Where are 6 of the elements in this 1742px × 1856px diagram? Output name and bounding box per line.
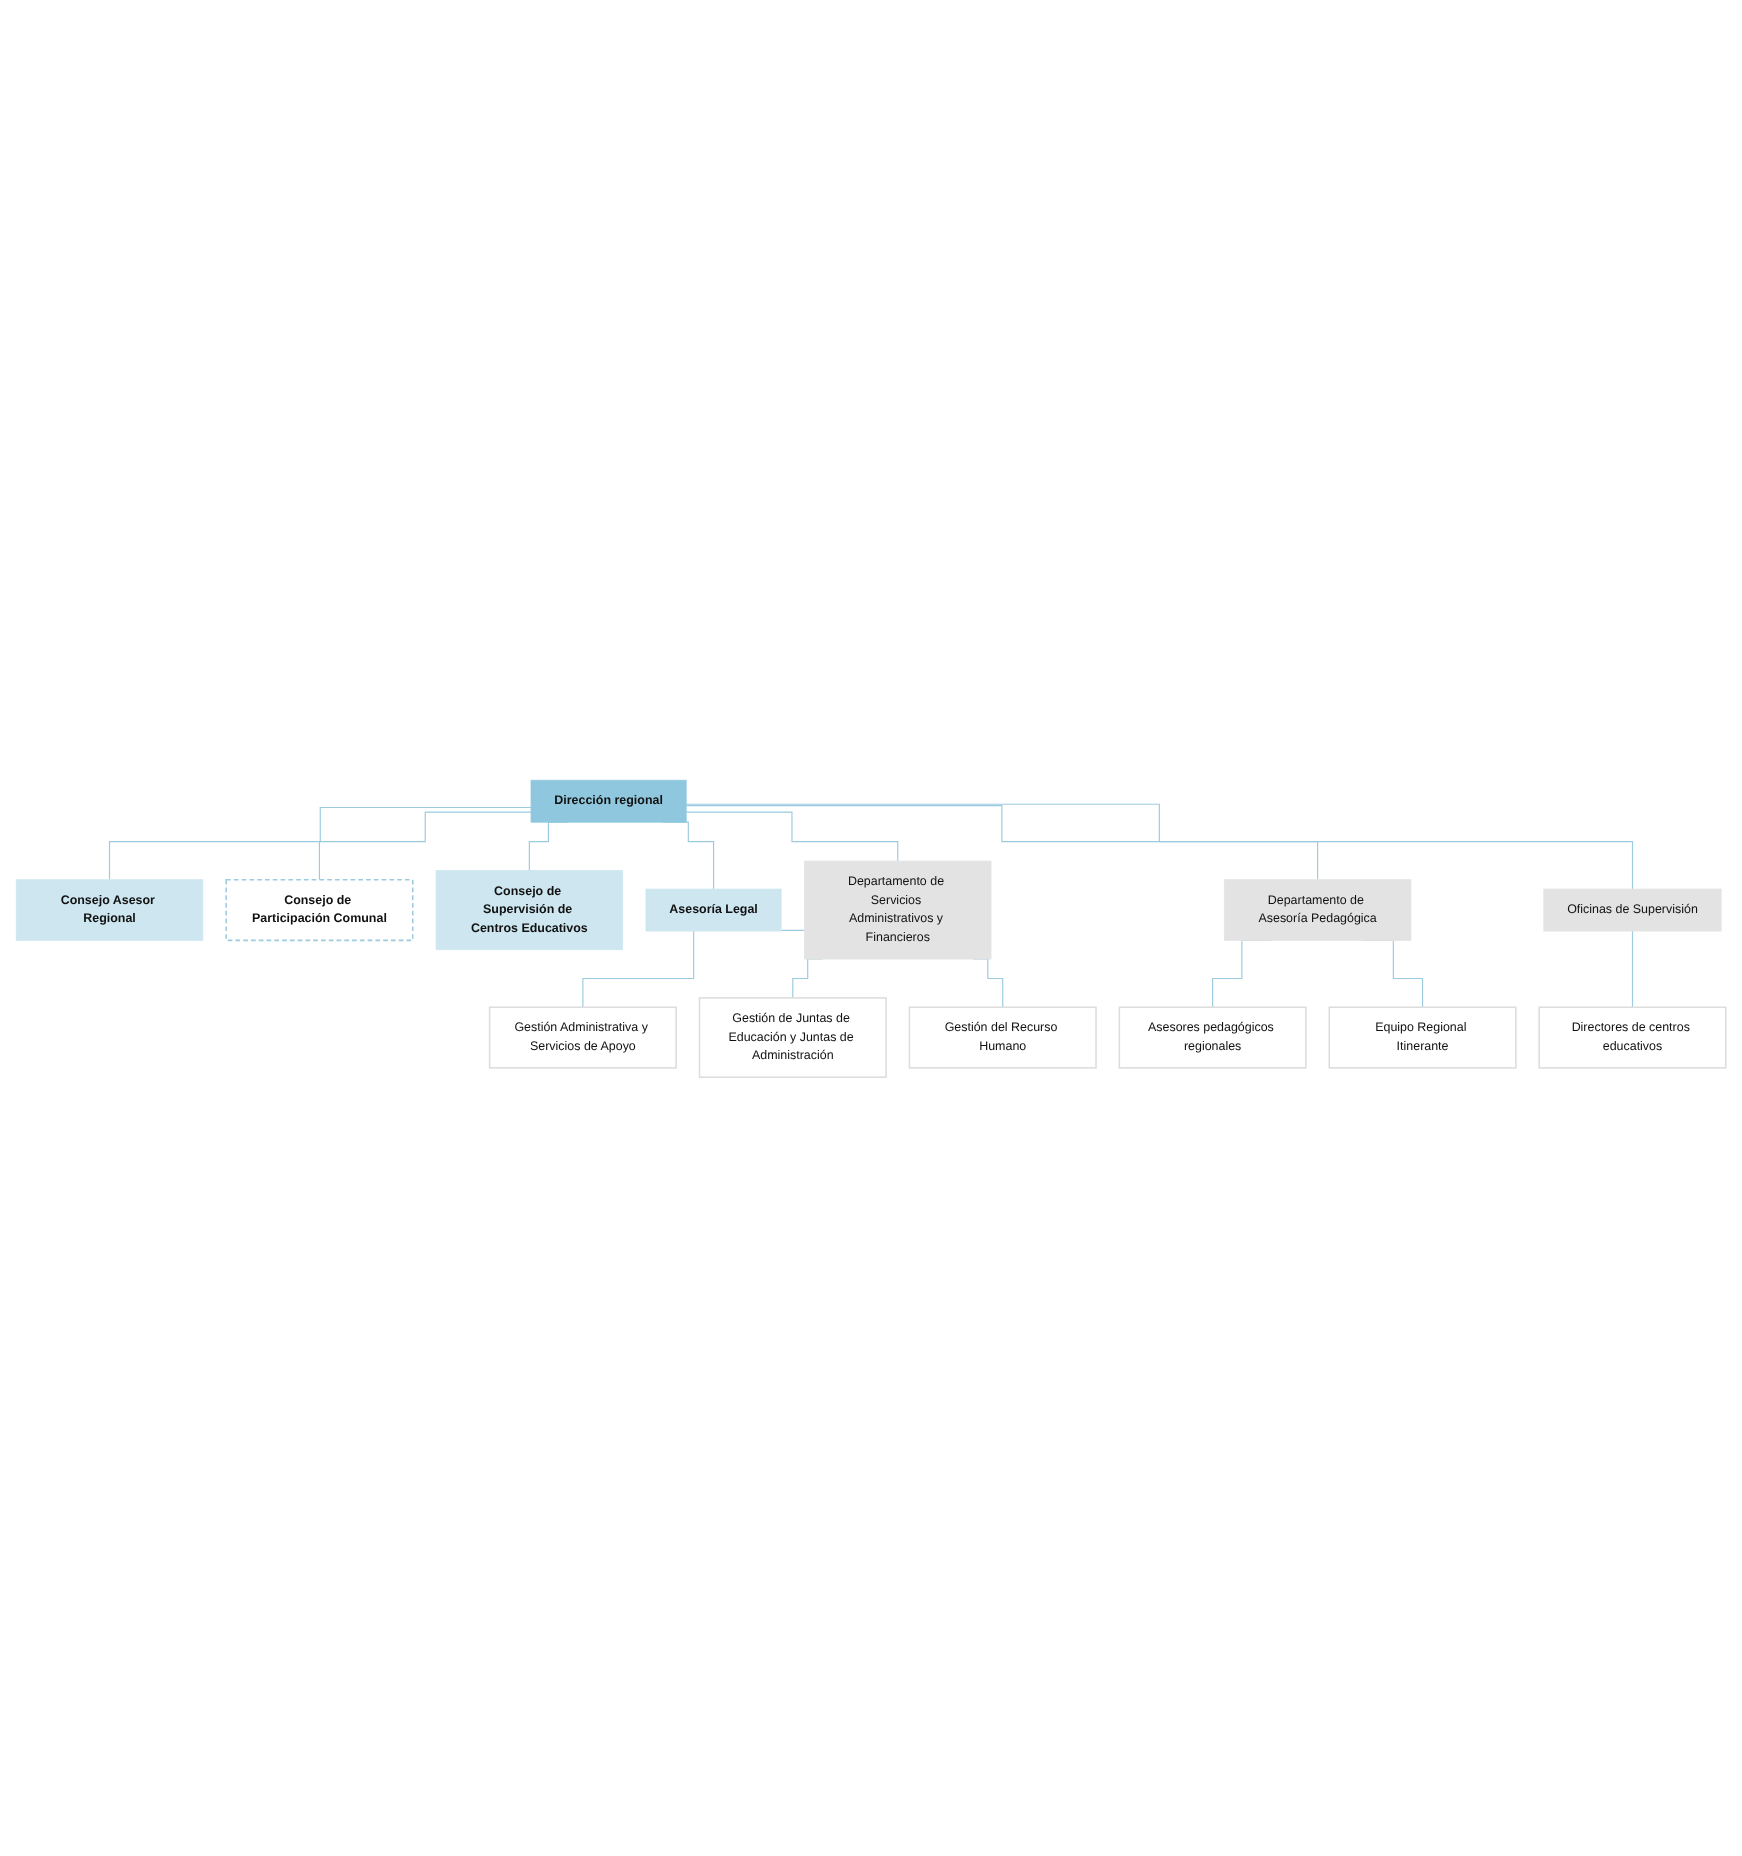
connector [685,810,899,861]
connector [108,806,532,880]
connector [685,804,1319,880]
connector [685,802,1634,889]
connector [318,810,532,880]
connector [1631,929,1634,1008]
